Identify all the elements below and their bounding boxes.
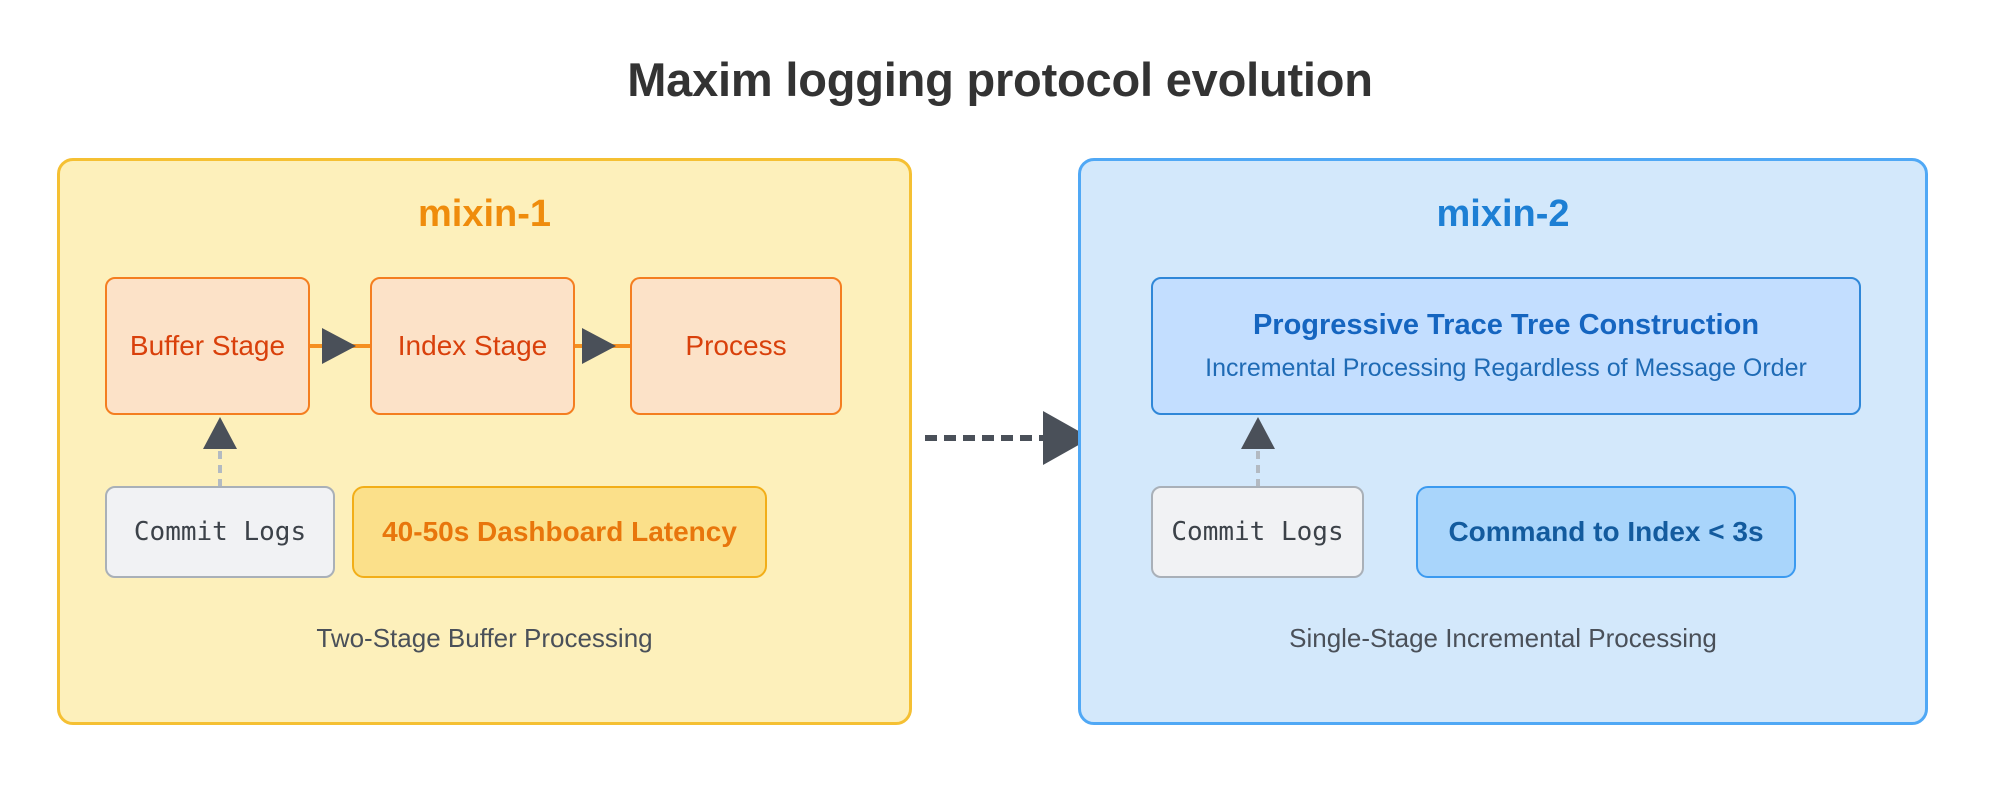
stage-label-process: Process <box>685 330 787 361</box>
trace-card-title: Progressive Trace Tree Construction <box>1252 309 1760 341</box>
panel-title-mixin-1: mixin-1 <box>417 193 552 235</box>
badge-dashboard-latency: 40-50s Dashboard Latency <box>352 486 767 578</box>
trace-tree-card: Progressive Trace Tree Construction Incr… <box>1151 277 1861 415</box>
panel-caption-mixin-2: Single-Stage Incremental Processing <box>1289 623 1717 653</box>
panel-connector-dashed-line <box>925 435 1070 441</box>
stage-box-process: Process <box>630 277 842 415</box>
trace-card-subtitle: Incremental Processing Regardless of Mes… <box>1205 354 1807 382</box>
commit-logs-box-right: Commit Logs <box>1151 486 1364 578</box>
arrow-up-icon-right <box>1241 417 1275 449</box>
stage-box-buffer: Buffer Stage <box>105 277 310 415</box>
stage-box-index: Index Stage <box>370 277 575 415</box>
arrow-right-icon-2 <box>582 328 616 364</box>
dashed-connector-commit-right <box>1256 451 1260 487</box>
arrow-right-icon-1 <box>322 328 356 364</box>
commit-logs-label-left: Commit Logs <box>133 517 307 547</box>
panel-mixin-2: mixin-2 Progressive Trace Tree Construct… <box>1078 158 1928 725</box>
commit-logs-box-left: Commit Logs <box>105 486 335 578</box>
page-title: Maxim logging protocol evolution <box>627 53 1373 106</box>
stage-label-index: Index Stage <box>397 330 548 361</box>
badge-command-to-index: Command to Index < 3s <box>1416 486 1796 578</box>
panel-mixin-1: mixin-1 Buffer Stage Index Stage Process… <box>57 158 912 725</box>
arrow-up-icon-left <box>203 417 237 449</box>
commit-logs-label-right: Commit Logs <box>1171 517 1344 547</box>
panel-title-mixin-2: mixin-2 <box>1436 193 1570 235</box>
badge-latency-label: 40-50s Dashboard Latency <box>382 516 737 547</box>
dashed-connector-commit-left <box>218 451 222 487</box>
panel-caption-mixin-1: Two-Stage Buffer Processing <box>316 623 653 653</box>
badge-index-label: Command to Index < 3s <box>1448 516 1764 547</box>
stage-label-buffer: Buffer Stage <box>129 330 286 361</box>
